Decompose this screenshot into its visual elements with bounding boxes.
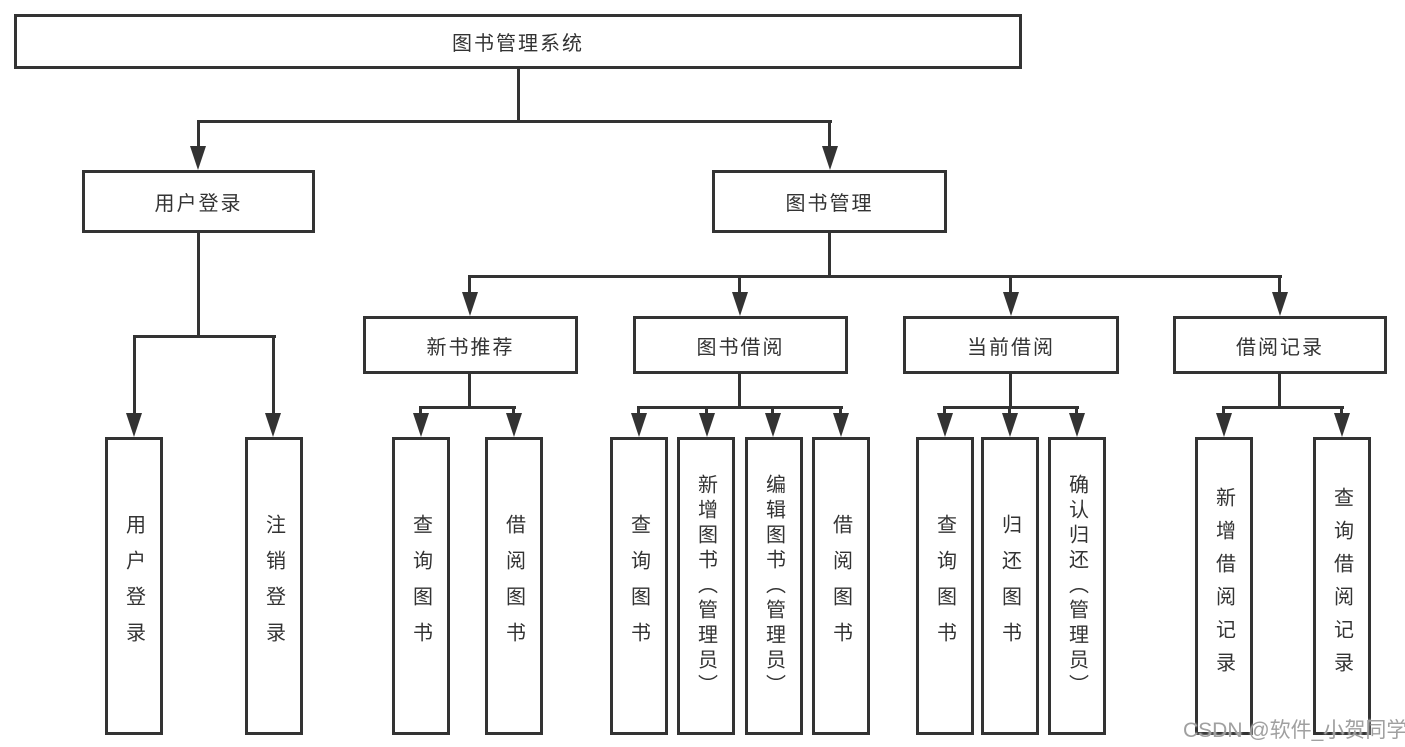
- leaf-edit-books-admin: 编辑图书（管理员）: [745, 437, 803, 735]
- connector-level1-rail: [197, 120, 832, 123]
- node-user-login: 用户登录: [82, 170, 315, 233]
- node-new-book-recommend: 新书推荐: [363, 316, 578, 374]
- leaf-add-borrow-record-label: 新增借阅记录: [1212, 487, 1235, 685]
- arrowhead-cb-confirm: [1069, 413, 1085, 437]
- connector-current-borrowing-drop: [1009, 275, 1012, 295]
- leaf-borrow-books-1-label: 借阅图书: [502, 514, 525, 658]
- connector-new-book-recommend-rail: [420, 406, 516, 409]
- node-book-management: 图书管理: [712, 170, 947, 233]
- leaf-query-books-2: 查询图书: [610, 437, 668, 735]
- connector-bb-add-drop: [705, 406, 708, 416]
- node-borrowing-records-label: 借阅记录: [1236, 336, 1324, 359]
- connector-leaf-logout-drop: [272, 335, 275, 415]
- connector-user-login-rail: [133, 335, 276, 338]
- leaf-edit-books-admin-label: 编辑图书（管理员）: [762, 473, 785, 699]
- connector-borrowing-records-drop: [1278, 275, 1281, 295]
- node-book-borrowing: 图书借阅: [633, 316, 848, 374]
- leaf-borrow-books-2-label: 借阅图书: [829, 514, 852, 658]
- arrowhead-rec-query: [413, 413, 429, 437]
- arrowhead-borrowing-records: [1272, 292, 1288, 316]
- connector-root-stem: [517, 69, 520, 120]
- arrowhead-user-login: [190, 146, 206, 170]
- leaf-user-login-label: 用户登录: [122, 514, 145, 658]
- connector-cb-return-drop: [1008, 406, 1011, 416]
- connector-new-book-recommend-drop: [468, 275, 471, 295]
- leaf-return-books-label: 归还图书: [998, 514, 1021, 658]
- connector-rec-borrow-drop: [512, 406, 515, 416]
- connector-bb-edit-drop: [771, 406, 774, 416]
- arrowhead-new-book-recommend: [462, 292, 478, 316]
- node-current-borrowing-label: 当前借阅: [967, 336, 1055, 359]
- connector-br-add-drop: [1222, 406, 1225, 416]
- arrowhead-current-borrowing: [1003, 292, 1019, 316]
- leaf-borrow-books-1: 借阅图书: [485, 437, 543, 735]
- node-root: 图书管理系统: [14, 14, 1022, 69]
- csdn-watermark: CSDN @软件_小贺同学: [1183, 719, 1405, 742]
- node-book-management-label: 图书管理: [785, 193, 874, 215]
- connector-leaf-user-login-drop: [133, 335, 136, 415]
- leaf-user-login: 用户登录: [105, 437, 163, 735]
- connector-bb-query-drop: [637, 406, 640, 416]
- leaf-logout: 注销登录: [245, 437, 303, 735]
- connector-book-management-drop: [828, 120, 831, 150]
- leaf-query-books-3: 查询图书: [916, 437, 974, 735]
- connector-book-borrowing-drop: [738, 275, 741, 295]
- leaf-borrow-books-2: 借阅图书: [812, 437, 870, 735]
- connector-book-borrowing-rail: [638, 406, 843, 409]
- arrowhead-book-borrowing: [732, 292, 748, 316]
- arrowhead-leaf-user-login: [126, 413, 142, 437]
- connector-level2-rail: [469, 275, 1282, 278]
- node-new-book-recommend-label: 新书推荐: [426, 336, 515, 359]
- connector-user-login-stem: [197, 233, 200, 337]
- arrowhead-bb-query: [631, 413, 647, 437]
- connector-br-query-drop: [1340, 406, 1343, 416]
- leaf-add-books-admin: 新增图书（管理员）: [677, 437, 735, 735]
- connector-book-management-stem: [828, 233, 831, 277]
- node-root-label: 图书管理系统: [452, 33, 584, 55]
- leaf-query-books-1: 查询图书: [392, 437, 450, 735]
- arrowhead-bb-borrow: [833, 413, 849, 437]
- leaf-query-books-2-label: 查询图书: [627, 514, 650, 658]
- leaf-query-borrow-record-label: 查询借阅记录: [1330, 487, 1353, 685]
- leaf-confirm-return-admin: 确认归还（管理员）: [1048, 437, 1106, 735]
- connector-cb-confirm-drop: [1075, 406, 1078, 416]
- arrowhead-rec-borrow: [506, 413, 522, 437]
- leaf-add-books-admin-label: 新增图书（管理员）: [694, 473, 717, 699]
- node-book-borrowing-label: 图书借阅: [696, 336, 785, 359]
- connector-borrowing-records-rail: [1223, 406, 1344, 409]
- arrowhead-cb-return: [1002, 413, 1018, 437]
- arrowhead-leaf-logout: [265, 413, 281, 437]
- leaf-logout-label: 注销登录: [262, 514, 285, 658]
- node-current-borrowing: 当前借阅: [903, 316, 1119, 374]
- leaf-query-books-1-label: 查询图书: [409, 514, 432, 658]
- connector-current-borrowing-rail: [944, 406, 1079, 409]
- arrowhead-cb-query: [937, 413, 953, 437]
- arrowhead-br-add: [1216, 413, 1232, 437]
- node-borrowing-records: 借阅记录: [1173, 316, 1387, 374]
- arrowhead-bb-add: [699, 413, 715, 437]
- connector-bb-borrow-drop: [839, 406, 842, 416]
- connector-book-borrowing-stem: [738, 374, 741, 409]
- node-user-login-label: 用户登录: [154, 193, 243, 215]
- connector-current-borrowing-stem: [1009, 374, 1012, 409]
- arrowhead-book-management: [822, 146, 838, 170]
- leaf-query-borrow-record: 查询借阅记录: [1313, 437, 1371, 735]
- arrowhead-bb-edit: [765, 413, 781, 437]
- connector-new-book-recommend-stem: [468, 374, 471, 409]
- arrowhead-br-query: [1334, 413, 1350, 437]
- leaf-query-books-3-label: 查询图书: [933, 514, 956, 658]
- leaf-confirm-return-admin-label: 确认归还（管理员）: [1065, 473, 1088, 699]
- connector-borrowing-records-stem: [1278, 374, 1281, 409]
- connector-rec-query-drop: [419, 406, 422, 416]
- leaf-add-borrow-record: 新增借阅记录: [1195, 437, 1253, 735]
- leaf-return-books: 归还图书: [981, 437, 1039, 735]
- connector-user-login-drop: [197, 120, 200, 150]
- connector-cb-query-drop: [943, 406, 946, 416]
